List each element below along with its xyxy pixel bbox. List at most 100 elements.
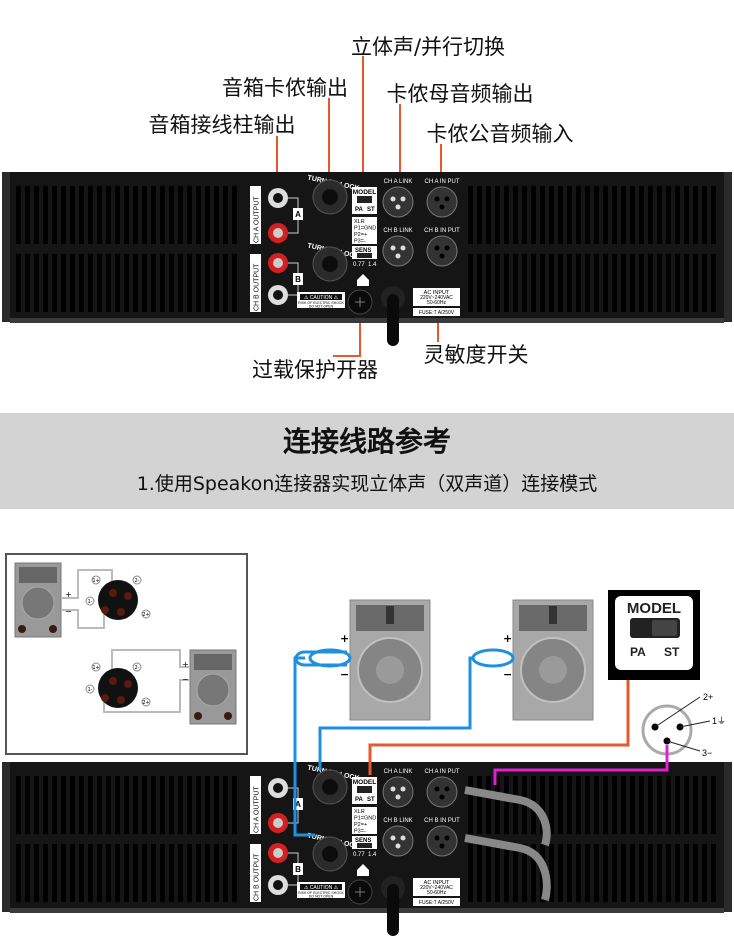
ch-b-input-label: CH B IN PUT: [424, 818, 460, 824]
xlr-ch-a-input[interactable]: [426, 186, 458, 218]
pin-2-label: 2+: [703, 692, 713, 702]
vent-slot: [549, 844, 554, 902]
vent-slot: [666, 254, 671, 312]
vent-slot: [232, 254, 237, 312]
inset-speaker-1: [14, 562, 62, 638]
vent-slot: [495, 776, 500, 834]
channel-b-tag: [293, 273, 303, 285]
sens-high-label: 1.4: [368, 262, 377, 268]
vent-slot: [43, 254, 48, 312]
vent-slot: [223, 254, 228, 312]
vent-slot: [52, 776, 57, 834]
xlr-ch-a-link[interactable]: [382, 776, 414, 808]
vent-slot: [594, 254, 599, 312]
amplifier-rear-panel-wired: CH A OUTPUT CH B OUTPUT A B TURN TO LOCK…: [2, 762, 732, 936]
vent-slot: [25, 186, 30, 244]
vent-slot: [196, 186, 201, 244]
vent-slot: [133, 254, 138, 312]
vent-slot: [160, 776, 165, 834]
speaker-right-plus: +: [503, 632, 512, 645]
callout-binding-post-out: 音箱接线柱输出: [149, 113, 296, 137]
xlr-ch-b-link[interactable]: [382, 825, 414, 857]
vent-slot: [657, 844, 662, 902]
speakon-socket: [322, 189, 338, 205]
model-switch[interactable]: [357, 786, 372, 793]
vent-slot: [142, 254, 147, 312]
vent-slot: [594, 844, 599, 902]
vent-slot: [612, 186, 617, 244]
sens-switch[interactable]: [357, 843, 372, 848]
callout-sensitivity: 灵敏度开关: [424, 343, 529, 367]
pin-label: 2-: [135, 578, 140, 584]
vent-slot: [486, 186, 491, 244]
vent-slot: [558, 186, 563, 244]
vent-slot: [711, 186, 716, 244]
vent-slot: [232, 186, 237, 244]
vent-slot: [169, 776, 174, 834]
vent-slot: [603, 844, 608, 902]
vent-slot: [106, 186, 111, 244]
vent-slot: [684, 254, 689, 312]
breaker-plus-icon: [355, 297, 365, 307]
vent-slot: [106, 254, 111, 312]
vent-slot: [630, 776, 635, 834]
voltage-label: 220V~240VAC: [420, 295, 453, 301]
vent-slot: [684, 844, 689, 902]
vent-slot: [232, 776, 237, 834]
vent-slot: [196, 254, 201, 312]
vent-slot: [540, 776, 545, 834]
sens-low-label: 0.77: [353, 262, 365, 268]
vent-slot: [115, 844, 120, 902]
xlr-ch-a-link[interactable]: [382, 186, 414, 218]
binding-post-hole: [273, 193, 283, 203]
vent-slot: [648, 844, 653, 902]
vent-slot: [178, 844, 183, 902]
vent-slot: [70, 776, 75, 834]
vent-slot: [477, 844, 482, 902]
amplifier-rear-panel: CH A OUTPUT CH B OUTPUT A B TURN TO LOCK…: [2, 762, 732, 936]
callout-stereo-parallel: 立体声/并行切换: [351, 35, 505, 59]
caution-banner: [300, 884, 342, 890]
ch-a-input-label: CH A IN PUT: [424, 769, 459, 775]
vent-slot: [214, 186, 219, 244]
vent-slot: [115, 776, 120, 834]
vent-slot: [160, 844, 165, 902]
channel-b-tag: [293, 863, 303, 875]
vent-slot: [88, 254, 93, 312]
sens-label: SENS: [355, 248, 371, 254]
binding-post-hole: [273, 880, 283, 890]
xlr-ch-b-link[interactable]: [382, 235, 414, 267]
xlr-ch-b-input[interactable]: [426, 235, 458, 267]
vent-slot: [124, 776, 129, 834]
xlr-ch-b-input[interactable]: [426, 825, 458, 857]
model-switch[interactable]: [357, 196, 372, 203]
binding-post-hole: [273, 848, 283, 858]
frequency-label: 50-60Hz: [427, 300, 446, 306]
pin-label: 1-: [88, 687, 93, 693]
vent-slot: [567, 844, 572, 902]
ac-input-label: AC INPUT: [424, 880, 450, 886]
xlr-ch-a-input[interactable]: [426, 776, 458, 808]
vent-slot: [522, 844, 527, 902]
caution-sub1: RISK OF ELECTRIC SHOCK: [298, 891, 344, 895]
vent-slot: [576, 776, 581, 834]
sens-switch[interactable]: [357, 253, 372, 258]
vent-slot: [531, 186, 536, 244]
wire-blue-left-speaker: [293, 650, 347, 837]
pin-label: 2+: [142, 700, 149, 706]
vent-slot: [630, 186, 635, 244]
vent-slot: [675, 776, 680, 834]
chassis-lip: [10, 318, 724, 323]
vent-slot: [666, 844, 671, 902]
vent-slot: [675, 844, 680, 902]
speaker-left-plus: +: [340, 632, 349, 645]
section-title: 连接线路参考: [283, 425, 451, 458]
vent-slot: [477, 776, 482, 834]
vent-slot: [693, 186, 698, 244]
vent-slot: [576, 186, 581, 244]
ac-input-label-box: [413, 288, 460, 306]
closeup-pa-label: PA: [630, 645, 646, 659]
vent-slot: [142, 844, 147, 902]
ac-input-label: AC INPUT: [424, 290, 450, 296]
vent-slot: [106, 776, 111, 834]
